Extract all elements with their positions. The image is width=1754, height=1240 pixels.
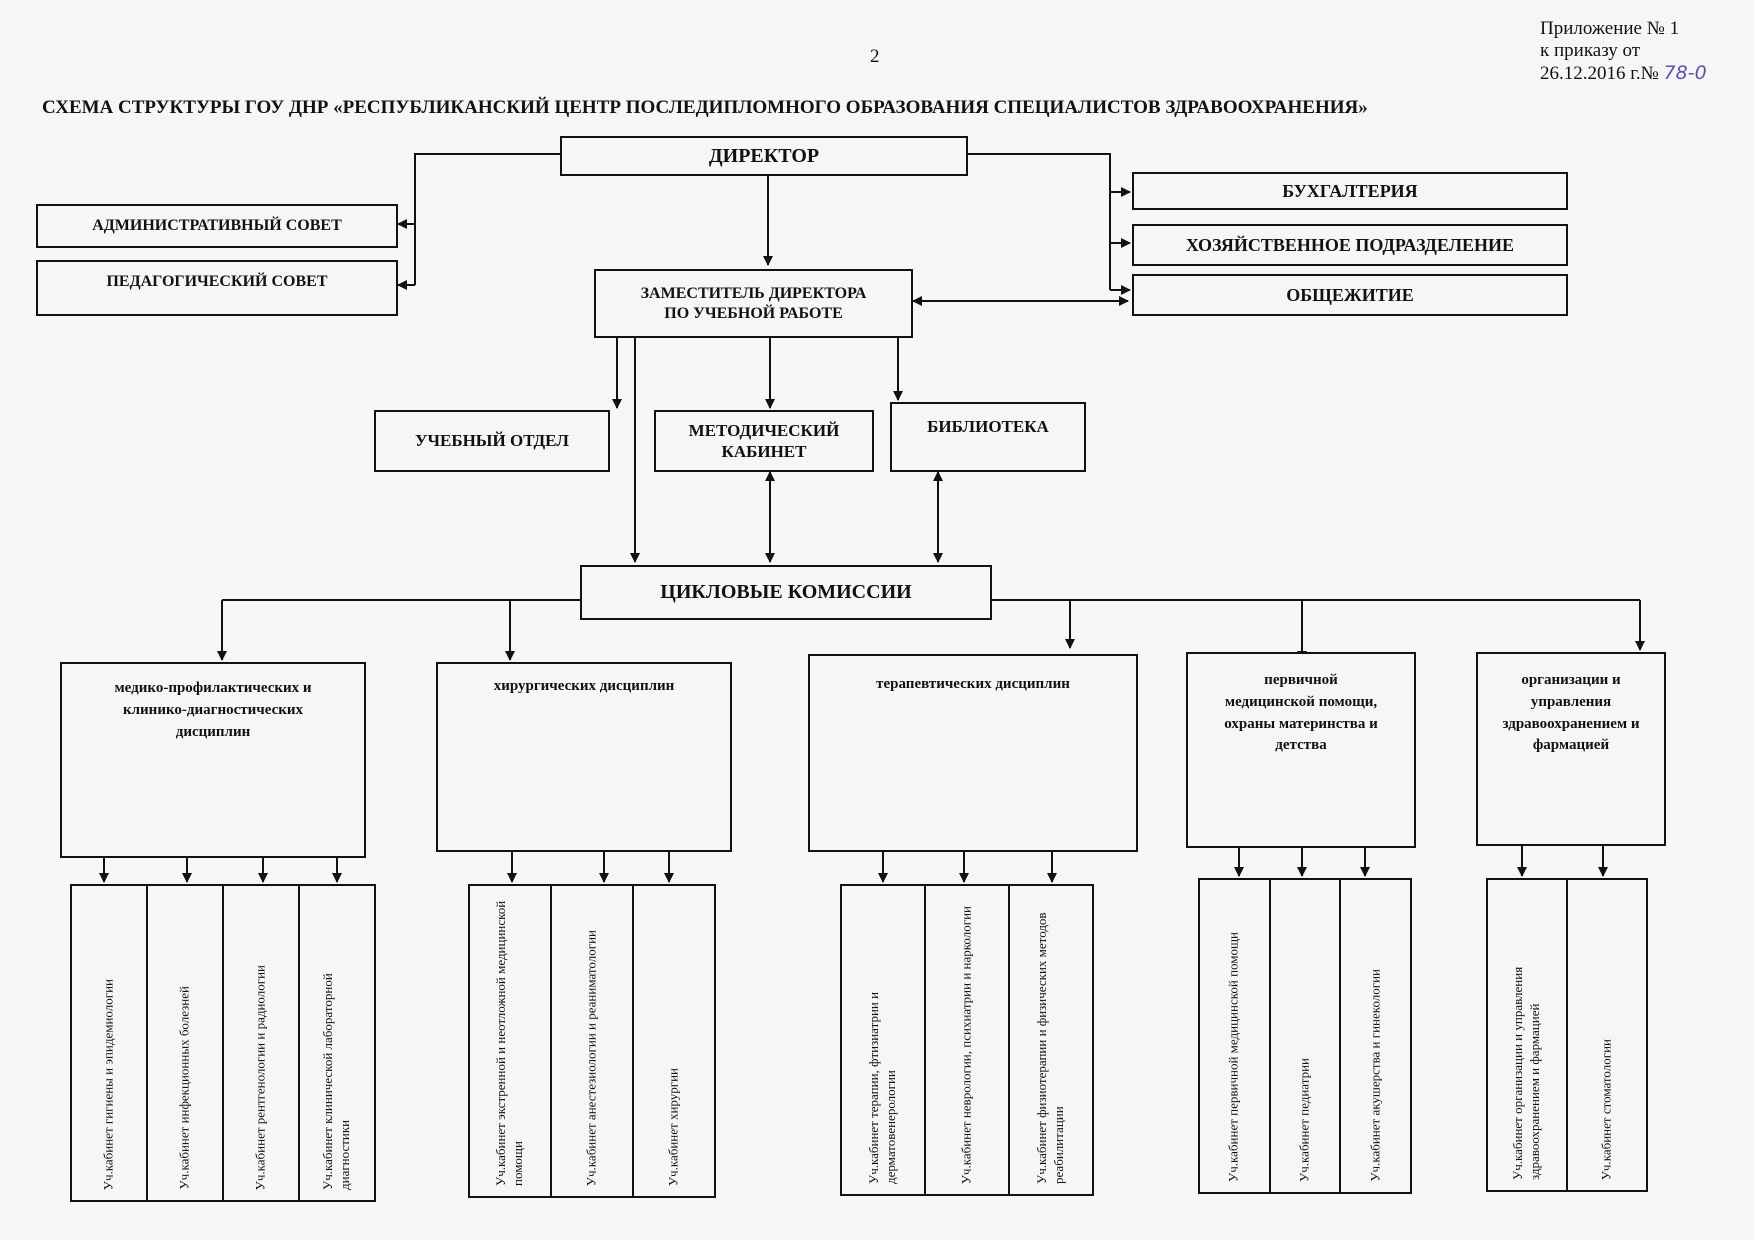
deputy-line-2: ПО УЧЕБНОЙ РАБОТЕ (664, 304, 843, 322)
cabinet-label: Уч.кабинет анестезиологии и реаниматолог… (583, 929, 599, 1186)
commission-org-line-4: фармацией (1532, 737, 1610, 754)
cabinet-label: Уч.кабинет организации и управления здра… (1510, 966, 1542, 1180)
admin-council-box: АДМИНИСТРАТИВНЫЙ СОВЕТ (36, 204, 398, 248)
cabinet-cell: Уч.кабинет клинической лабораторной диаг… (300, 886, 374, 1200)
dormitory-label: ОБЩЕЖИТИЕ (1286, 284, 1414, 305)
accounting-label: БУХГАЛТЕРИЯ (1282, 180, 1418, 201)
cycle-commissions-box: ЦИКЛОВЫЕ КОМИССИИ (580, 565, 992, 620)
page-number: 2 (870, 46, 880, 67)
cabinet-cell: Уч.кабинет гигиены и эпидемиологии (72, 886, 148, 1200)
accounting-box: БУХГАЛТЕРИЯ (1132, 172, 1568, 210)
cabinet-cell: Уч.кабинет рентгенологии и радиологии (224, 886, 300, 1200)
household-box: ХОЗЯЙСТВЕННОЕ ПОДРАЗДЕЛЕНИЕ (1132, 224, 1568, 266)
cabinet-cell: Уч.кабинет анестезиологии и реаниматолог… (552, 886, 634, 1196)
study-department-label: УЧЕБНЫЙ ОТДЕЛ (415, 431, 569, 451)
commission-medprof: медико-профилактических и клинико-диагно… (60, 662, 366, 858)
cabinet-label: Уч.кабинет терапии, фтизиатрии и дермато… (866, 991, 898, 1184)
cycle-commissions-label: ЦИКЛОВЫЕ КОМИССИИ (660, 581, 912, 603)
director-label: ДИРЕКТОР (708, 144, 820, 167)
ped-council-box: ПЕДАГОГИЧЕСКИЙ СОВЕТ (36, 260, 398, 316)
ped-council-label: ПЕДАГОГИЧЕСКИЙ СОВЕТ (106, 273, 328, 290)
cabinet-label: Уч.кабинет педиатрии (1296, 1058, 1312, 1182)
cabinet-label: Уч.кабинет неврологии, психиатрии и нарк… (958, 905, 974, 1184)
dormitory-box: ОБЩЕЖИТИЕ (1132, 274, 1568, 316)
cabinet-label: Уч.кабинет акушерства и гинекологии (1367, 969, 1383, 1182)
cabinets-primary-care: Уч.кабинет первичной медицинской помощи … (1198, 878, 1412, 1194)
commission-surgical-line-1: хирургических дисциплин (493, 678, 675, 694)
methodical-line-2: КАБИНЕТ (721, 442, 807, 461)
cabinet-cell: Уч.кабинет неврологии, психиатрии и нарк… (926, 886, 1010, 1194)
cabinet-label: Уч.кабинет инфекционных болезней (176, 986, 192, 1190)
cabinet-cell: Уч.кабинет первичной медицинской помощи (1200, 880, 1271, 1192)
methodical-line-1: МЕТОДИЧЕСКИЙ (688, 420, 840, 440)
commission-primary-line-4: детства (1275, 737, 1327, 754)
cabinet-label: Уч.кабинет экстренной и неотложной медиц… (493, 900, 525, 1186)
cabinet-label: Уч.кабинет клинической лабораторной диаг… (320, 973, 352, 1190)
director-box: ДИРЕКТОР (560, 136, 968, 176)
cabinet-cell: Уч.кабинет акушерства и гинекологии (1341, 880, 1410, 1192)
deputy-line-1: ЗАМЕСТИТЕЛЬ ДИРЕКТОРА (640, 284, 867, 302)
methodical-cabinet-box: МЕТОДИЧЕСКИЙ КАБИНЕТ (654, 410, 874, 472)
cabinets-therapeutic: Уч.кабинет терапии, фтизиатрии и дермато… (840, 884, 1094, 1196)
cabinet-label: Уч.кабинет первичной медицинской помощи (1225, 932, 1241, 1182)
cabinet-label: Уч.кабинет физиотерапии и физических мет… (1034, 912, 1066, 1184)
commission-therapeutic-line-1: терапевтических дисциплин (876, 676, 1070, 692)
cabinet-cell: Уч.кабинет педиатрии (1271, 880, 1342, 1192)
commission-primary-line-3: охраны материнства и (1224, 715, 1378, 732)
library-label: БИБЛИОТЕКА (927, 417, 1049, 436)
study-department-box: УЧЕБНЫЙ ОТДЕЛ (374, 410, 610, 472)
cabinet-label: Уч.кабинет стоматологии (1598, 1038, 1614, 1180)
cabinet-label: Уч.кабинет гигиены и эпидемиологии (100, 978, 116, 1190)
deputy-director-box: ЗАМЕСТИТЕЛЬ ДИРЕКТОРА ПО УЧЕБНОЙ РАБОТЕ (594, 269, 913, 338)
page-title: СХЕМА СТРУКТУРЫ ГОУ ДНР «РЕСПУБЛИКАНСКИЙ… (42, 97, 1368, 118)
commission-org-line-3: здравоохранением и (1502, 715, 1640, 732)
commission-medprof-line-2: клинико-диагностических (122, 701, 304, 718)
cabinet-cell: Уч.кабинет инфекционных болезней (148, 886, 224, 1200)
cabinet-cell: Уч.кабинет хирургии (634, 886, 714, 1196)
commission-organization: организации и управления здравоохранение… (1476, 652, 1666, 846)
cabinet-cell: Уч.кабинет стоматологии (1568, 880, 1646, 1190)
appendix-line-1: Приложение № 1 (1540, 18, 1680, 39)
appendix-line-3: 26.12.2016 г.№ 78-0 (1540, 62, 1707, 85)
appendix-line-2: к приказу от (1540, 40, 1641, 61)
commission-medprof-line-1: медико-профилактических и (114, 680, 312, 696)
commission-org-line-1: организации и (1521, 672, 1621, 688)
handwritten-order-number: 78-0 (1663, 62, 1707, 84)
commission-therapeutic: терапевтических дисциплин (808, 654, 1138, 852)
cabinet-cell: Уч.кабинет терапии, фтизиатрии и дермато… (842, 886, 926, 1194)
cabinet-cell: Уч.кабинет организации и управления здра… (1488, 880, 1568, 1190)
cabinet-label: Уч.кабинет рентгенологии и радиологии (252, 964, 268, 1190)
order-date-text: 26.12.2016 г.№ (1540, 63, 1659, 84)
commission-org-line-2: управления (1530, 693, 1612, 710)
cabinets-organization: Уч.кабинет организации и управления здра… (1486, 878, 1648, 1192)
commission-primary-care: первичной медицинской помощи, охраны мат… (1186, 652, 1416, 848)
household-label: ХОЗЯЙСТВЕННОЕ ПОДРАЗДЕЛЕНИЕ (1185, 234, 1515, 255)
commission-surgical: хирургических дисциплин (436, 662, 732, 852)
commission-primary-line-2: медицинской помощи, (1224, 693, 1378, 710)
cabinets-medprof: Уч.кабинет гигиены и эпидемиологии Уч.ка… (70, 884, 376, 1202)
cabinet-label: Уч.кабинет хирургии (665, 1067, 681, 1186)
cabinets-surgical: Уч.кабинет экстренной и неотложной медиц… (468, 884, 716, 1198)
cabinet-cell: Уч.кабинет физиотерапии и физических мет… (1010, 886, 1092, 1194)
cabinet-cell: Уч.кабинет экстренной и неотложной медиц… (470, 886, 552, 1196)
library-box: БИБЛИОТЕКА (890, 402, 1086, 472)
commission-medprof-line-3: дисциплин (175, 723, 251, 740)
commission-primary-line-1: первичной (1264, 672, 1338, 688)
admin-council-label: АДМИНИСТРАТИВНЫЙ СОВЕТ (92, 217, 342, 234)
